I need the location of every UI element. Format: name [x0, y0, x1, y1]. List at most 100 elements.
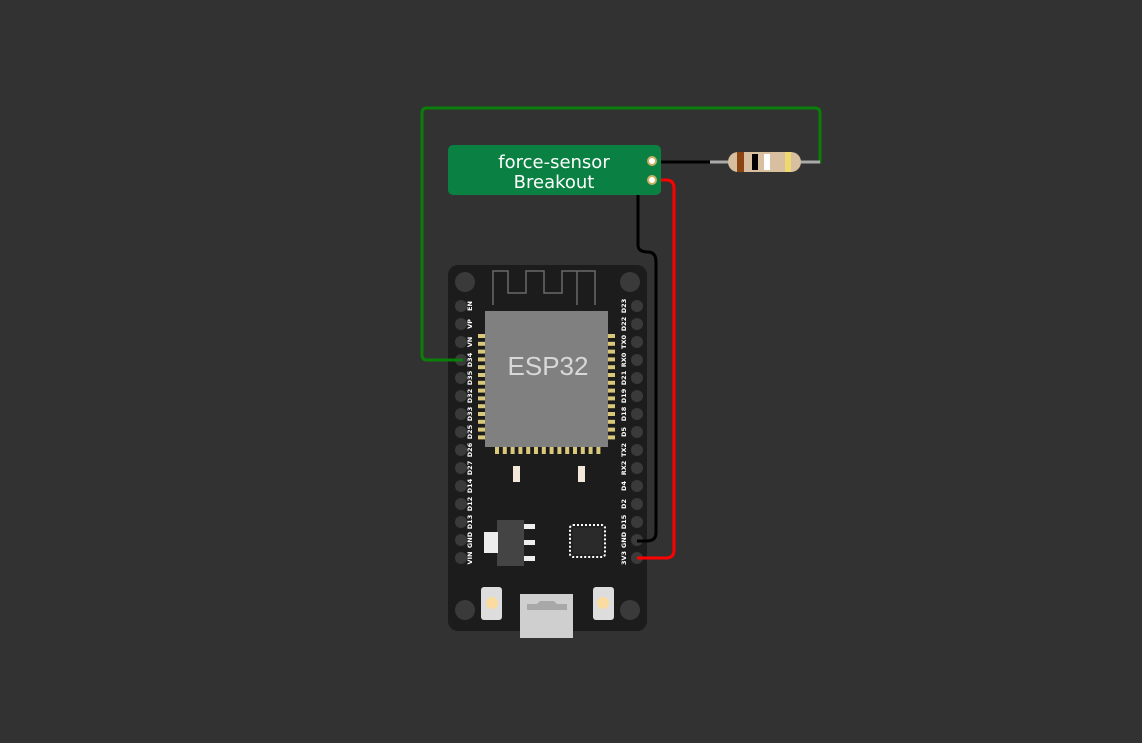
- chip-pad: [518, 446, 523, 454]
- chip-pad: [541, 446, 546, 454]
- pin-label: D14: [466, 478, 474, 493]
- chip-pad: [495, 446, 499, 454]
- pin-label: VN: [466, 337, 474, 347]
- pin-left-vn[interactable]: [455, 336, 467, 348]
- pin-label: D18: [620, 406, 628, 421]
- pin-right-d15[interactable]: [631, 516, 643, 528]
- chip-pad: [478, 412, 486, 416]
- pin-left-d35[interactable]: [455, 372, 467, 384]
- chip-pad: [565, 446, 570, 454]
- pin-label: D21: [620, 370, 628, 385]
- sensor-subtitle: Breakout: [514, 172, 595, 193]
- pin-left-en[interactable]: [455, 300, 467, 312]
- pin-left-gnd[interactable]: [455, 534, 467, 546]
- chip-pad: [607, 334, 615, 338]
- pin-left-d26[interactable]: [455, 444, 467, 456]
- pin-label: D19: [620, 388, 628, 403]
- pin-label: RX2: [620, 461, 628, 476]
- chip-pad: [596, 446, 601, 454]
- pin-label: 3V3: [620, 551, 628, 565]
- pin-label: D25: [466, 424, 474, 439]
- pin-left-d13[interactable]: [455, 516, 467, 528]
- pin-label: D15: [620, 514, 628, 529]
- pin-label: TX0: [620, 335, 628, 349]
- boot-button[interactable]: [593, 587, 614, 620]
- pin-label: VIN: [466, 552, 474, 565]
- pin-right-d22[interactable]: [631, 318, 643, 330]
- pin-label: TX2: [620, 443, 628, 457]
- chip-pad: [607, 435, 615, 440]
- pin-label: D26: [466, 442, 474, 457]
- chip-pad: [607, 357, 615, 362]
- pin-left-d25[interactable]: [455, 426, 467, 438]
- pin-label: D13: [466, 515, 474, 529]
- pin-left-d32[interactable]: [455, 390, 467, 402]
- chip-pad: [478, 341, 486, 346]
- chip-pad: [573, 446, 577, 454]
- pin-left-d27[interactable]: [455, 462, 467, 474]
- pin-right-d21[interactable]: [631, 372, 643, 384]
- wire-power-red[interactable]: [637, 178, 676, 560]
- pin-label: D5: [620, 427, 628, 437]
- pin-right-d18[interactable]: [631, 408, 643, 420]
- chip-pad: [526, 446, 531, 454]
- esp32-chip: [485, 311, 608, 447]
- chip-pad: [549, 446, 554, 454]
- pin-left-d12[interactable]: [455, 498, 467, 510]
- chip-pads: [478, 334, 615, 454]
- chip-pad: [478, 396, 486, 401]
- pin-label: VP: [466, 319, 474, 329]
- chip-pad: [607, 365, 615, 370]
- chip-pad: [478, 373, 486, 377]
- chip-pad: [478, 349, 486, 354]
- pin-left-d14[interactable]: [455, 480, 467, 492]
- pin-left-vin[interactable]: [455, 552, 467, 564]
- pin-label: D35: [466, 370, 474, 385]
- chip-pad: [478, 388, 486, 393]
- chip-pad: [580, 446, 585, 454]
- chip-pad: [607, 427, 615, 432]
- voltage-regulator: [484, 520, 535, 566]
- pin-left-d33[interactable]: [455, 408, 467, 420]
- chip-pad: [478, 435, 486, 440]
- pin-label: GND: [620, 531, 628, 548]
- en-button[interactable]: [481, 587, 502, 620]
- sensor-title: force-sensor: [498, 152, 610, 173]
- wire-signal-green[interactable]: [420, 106, 822, 362]
- chip-pad: [607, 349, 615, 354]
- pin-label: D27: [466, 461, 474, 475]
- pin-label: D23: [620, 299, 628, 313]
- chip-pad: [607, 412, 615, 416]
- chip-pad: [607, 396, 615, 401]
- pin-right-d19[interactable]: [631, 390, 643, 402]
- pin-label: D4: [620, 481, 628, 491]
- pin-label: GND: [466, 531, 474, 548]
- pin-right-d4[interactable]: [631, 480, 643, 492]
- pin-right-d2[interactable]: [631, 498, 643, 510]
- pin-label: D22: [620, 317, 628, 331]
- sensor-pin-2[interactable]: [647, 175, 657, 185]
- chip-pad: [534, 446, 538, 454]
- chip-pad: [478, 427, 486, 432]
- chip-pad: [478, 357, 486, 362]
- sensor-pin-1[interactable]: [647, 156, 657, 166]
- pin-label: D12: [466, 497, 474, 511]
- pin-label: D34: [466, 352, 474, 367]
- pin-right-d23[interactable]: [631, 300, 643, 312]
- resistor[interactable]: [710, 152, 820, 172]
- chip-pad: [478, 419, 486, 424]
- usb-chip: [569, 524, 606, 558]
- pin-right-tx2[interactable]: [631, 444, 643, 456]
- pin-left-vp[interactable]: [455, 318, 467, 330]
- pin-right-d5[interactable]: [631, 426, 643, 438]
- esp32-board[interactable]: ESP32 ENVPVND34D35D32D33D25D26D27D14D12D…: [448, 265, 647, 638]
- pin-right-tx0[interactable]: [631, 336, 643, 348]
- force-sensor-breakout[interactable]: force-sensor Breakout: [448, 145, 661, 195]
- chip-pad: [478, 334, 486, 338]
- pin-right-rx0[interactable]: [631, 354, 643, 366]
- micro-usb-port[interactable]: [520, 594, 573, 638]
- chip-pad: [502, 446, 507, 454]
- chip-pad: [478, 380, 486, 385]
- pin-right-rx2[interactable]: [631, 462, 643, 474]
